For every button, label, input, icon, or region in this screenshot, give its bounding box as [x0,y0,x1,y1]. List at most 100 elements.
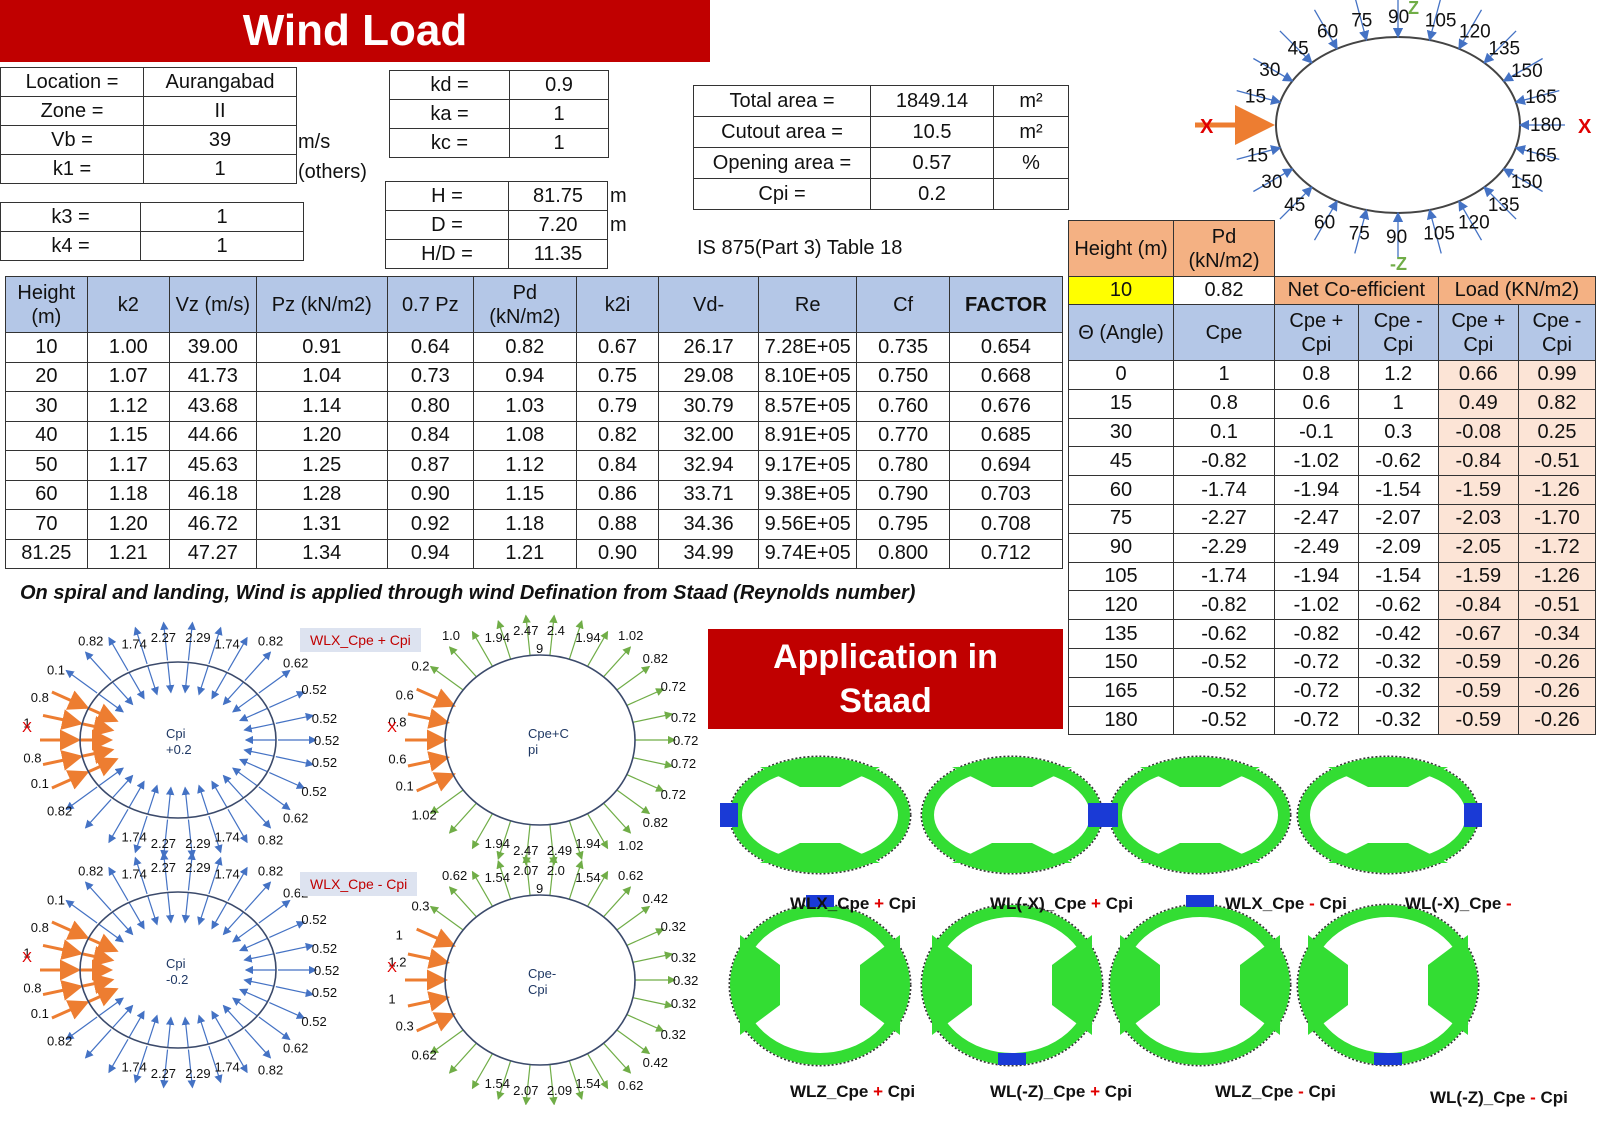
table-row: 90-2.29-2.49-2.09-2.05-1.72 [1068,532,1596,563]
table-cell: 0.8 [1274,360,1359,390]
center-label: Cpe- [528,966,556,981]
table-row: 75-2.27-2.47-2.07-2.03-1.70 [1068,503,1596,534]
wind-arrow [1458,9,1483,50]
staad-pressure-block [1464,803,1482,827]
table-cell: 1.14 [255,391,388,422]
staad-caption: WLX_Cpe - Cpi [1225,894,1347,914]
pressure-arrow [232,997,258,1017]
table-cell: -1.70 [1518,503,1596,534]
angle-label: 30 [1261,172,1282,193]
staad-load-block [952,843,1072,863]
pressure-arrow [111,774,134,799]
wind-arrow [1483,30,1517,64]
pressure-value-label: 0.1 [396,778,414,793]
table-cell: -2.49 [1274,532,1359,563]
pressure-arrow [522,1064,531,1105]
table-cell: 32.00 [658,420,759,451]
pressure-arrow [98,997,124,1017]
caption-text: WL(-X)_Cpe [990,894,1092,913]
pressure-value-label: 0.8 [31,920,49,935]
page-title: Wind Load [0,0,710,62]
table-cell: 8.91E+05 [757,420,858,451]
table-cell: -2.07 [1357,503,1439,534]
table-cell: 0.99 [1518,360,1596,390]
table-cell: 120 [1068,590,1174,621]
pressure-value-label: 0.82 [258,832,283,847]
table-cell: 39.00 [168,332,257,363]
pressure-value-label: 1.54 [575,870,600,885]
caption-sign: - [1506,894,1512,913]
pressure-value-label: 2.07 [513,1083,538,1098]
column-header: Height (m) [5,276,88,333]
pressure-arrow [108,866,129,902]
angle-label: 180 [1530,115,1562,136]
pressure-arrow [244,799,272,829]
table-cell: 0.82 [575,420,660,451]
angle-label: 105 [1425,11,1457,32]
angle-label: 120 [1459,21,1491,42]
table-cell: -1.74 [1173,475,1275,505]
table-row: 120-0.82-1.02-0.62-0.84-0.51 [1068,590,1596,621]
tower-section-outline [1275,36,1521,214]
staad-load-block [1120,935,1160,1035]
table-cell: -0.62 [1357,446,1439,477]
k-row: k3 =1 [0,202,304,232]
pressure-arrow [211,780,228,808]
pressure-value-label: 0.1 [31,776,49,791]
pressure-value-label: 2.49 [547,843,572,858]
pressure-arrow [416,772,456,793]
pressure-arrow [568,820,584,861]
area-row: Opening area =0.57% [693,147,1069,179]
site-value: II [143,96,297,126]
angle-label: 75 [1351,11,1372,32]
pressure-value-label: 0.52 [301,682,326,697]
table-cell: 0.800 [856,538,950,569]
pressure-arrow [549,1064,558,1105]
table-cell: 9.38E+05 [757,479,858,510]
pressure-arrow [429,905,464,931]
pressure-value-label: 0.32 [661,1027,686,1042]
pressure-arrow [603,886,632,918]
pressure-value-label: 0.1 [47,893,65,908]
pressure-arrow [111,1004,134,1029]
pressure-arrow [51,770,90,790]
height-value: 10 [1068,276,1174,305]
staad-pressure-block [720,803,738,827]
angle-label: 60 [1317,21,1338,42]
pressure-arrow [42,750,84,771]
table-cell: 90 [1068,532,1174,563]
wind-arrow [1514,89,1560,105]
zero-mark: 9 [536,641,543,656]
factor-value: 0.9 [509,70,609,100]
pressure-arrow [98,767,124,787]
column-header: FACTOR [948,276,1064,333]
pressure-arrow [626,928,665,946]
pressure-arrow [522,614,531,656]
pressure-arrow [429,1029,464,1055]
pressure-arrow [108,1038,129,1074]
pressure-arrow [586,1053,609,1090]
table-row: 135-0.62-0.82-0.42-0.67-0.34 [1068,619,1596,649]
pressure-value-label: 0.82 [643,651,668,666]
pressure-arrow [586,630,609,667]
pressure-arrow [448,1042,477,1074]
table-cell: 0.75 [575,361,660,392]
table-cell: 75 [1068,503,1174,534]
pressure-arrow [147,895,159,926]
k-label: k3 = [0,202,141,232]
pressure-arrow [222,911,245,936]
pressure-value-label: 0.52 [314,733,339,748]
table-cell: 0.67 [575,332,660,363]
table-cell: 0.90 [386,479,474,510]
table-cell: 0.1 [1173,417,1275,448]
pressure-arrow [632,711,674,723]
table-cell: -0.59 [1437,647,1520,678]
staad-load-block [1140,767,1260,787]
pressure-value-label: 2.27 [151,860,176,875]
table-cell: 0.66 [1437,360,1520,390]
column-header: Cpe [1173,304,1275,361]
